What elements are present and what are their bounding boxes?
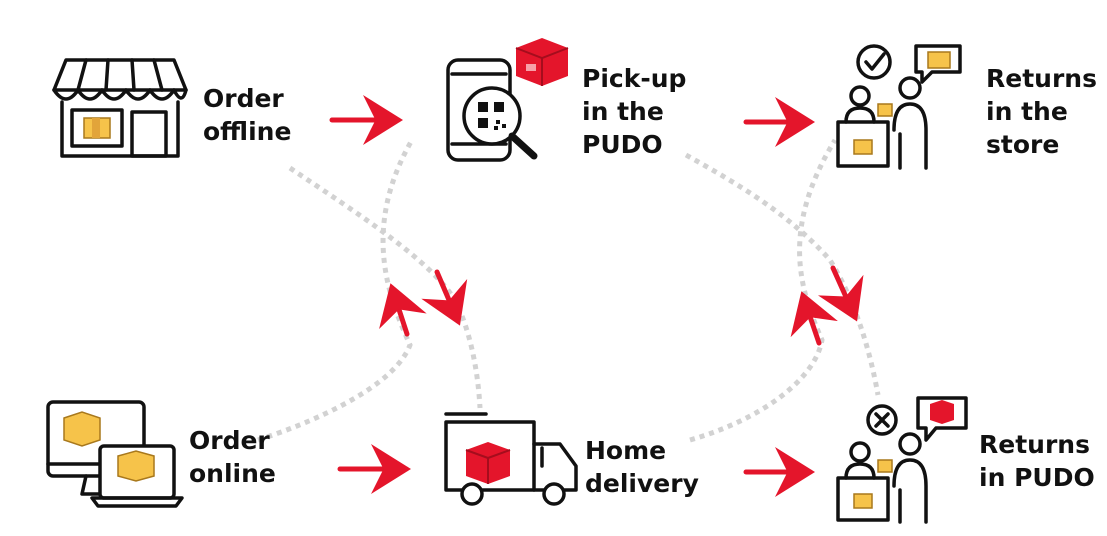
label-line: offline (203, 117, 292, 146)
label-line: in PUDO (979, 463, 1095, 492)
label-line: Pick-up (582, 64, 687, 93)
label-line: Order (189, 426, 270, 455)
node-label-home-delivery: Home delivery (585, 434, 699, 500)
dotted-path-delivery-to-returns-store (689, 138, 838, 443)
node-label-order-online: Order online (189, 424, 276, 490)
label-line: Order (203, 84, 284, 113)
label-line: delivery (585, 469, 699, 498)
delivery-truck-icon (444, 412, 578, 506)
label-line: Returns (986, 64, 1097, 93)
node-label-pickup-pudo: Pick-up in the PUDO (582, 62, 686, 161)
storefront-icon (52, 58, 188, 158)
phone-qr-scan-icon (446, 38, 569, 162)
label-line: PUDO (582, 130, 663, 159)
label-line: store (986, 130, 1060, 159)
dotted-flow-paths (257, 138, 881, 443)
dotted-path-offline-to-delivery (288, 165, 483, 409)
arrow-delivery-to-returns-store-diagonal (790, 291, 838, 346)
label-line: online (189, 459, 276, 488)
label-line: Returns (979, 430, 1090, 459)
node-label-order-offline: Order offline (203, 82, 291, 148)
dotted-path-online-to-pickup (257, 138, 415, 443)
parcel-icon-red (515, 38, 569, 86)
arrow-pickup-to-returns-pudo-diagonal (817, 265, 864, 322)
computer-laptop-icon (46, 400, 184, 508)
label-line: in the (986, 97, 1068, 126)
pudo-counter-cross-icon (836, 396, 968, 524)
store-counter-checkmark-icon (836, 44, 962, 170)
flow-arrows (329, 95, 864, 497)
label-line: in the (582, 97, 664, 126)
node-label-returns-store: Returns in the store (986, 62, 1097, 161)
arrow-offline-to-delivery-diagonal (421, 269, 468, 326)
dotted-path-pickup-to-returns-pudo (684, 152, 881, 396)
arrow-online-to-pickup-diagonal (379, 283, 427, 337)
node-label-returns-pudo: Returns in PUDO (979, 428, 1095, 494)
label-line: Home (585, 436, 667, 465)
